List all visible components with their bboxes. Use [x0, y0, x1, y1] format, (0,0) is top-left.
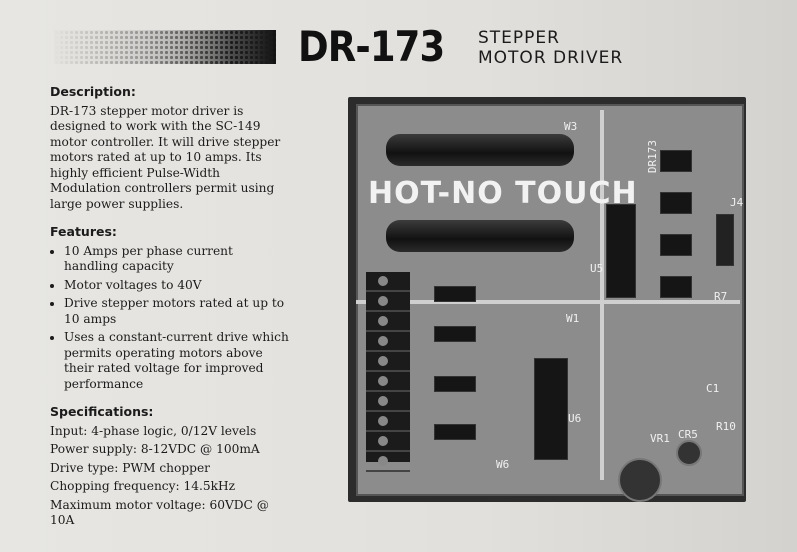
part-label: W1: [566, 312, 580, 325]
board-label: DR173: [646, 139, 660, 174]
power-resistor: [386, 134, 574, 166]
power-resistor: [386, 220, 574, 252]
product-model: DR-173: [298, 22, 445, 71]
transistor: [660, 234, 692, 256]
description-text: DR-173 stepper motor driver is designed …: [50, 103, 281, 211]
capacitor: [618, 458, 662, 502]
board-silkscreen-warning: HOT-NO TOUCH: [368, 176, 638, 211]
part-label: J4: [730, 196, 744, 209]
feature-item: Uses a constant-current drive which perm…: [64, 330, 290, 392]
mosfet: [434, 286, 476, 302]
part-label: R7: [714, 290, 728, 303]
transistor: [660, 276, 692, 298]
part-label: VR1: [650, 432, 670, 445]
feature-item: 10 Amps per phase current handling capac…: [64, 244, 290, 275]
board-trace: [600, 110, 604, 480]
features-list: 10 Amps per phase current handling capac…: [50, 244, 290, 393]
part-label: C1: [706, 382, 720, 395]
capacitor: [676, 440, 702, 466]
transistor: [660, 192, 692, 214]
ic-chip: [534, 358, 568, 460]
part-label: CR5: [678, 428, 698, 441]
features-heading: Features:: [50, 224, 117, 239]
spec-line: Chopping frequency: 14.5kHz: [50, 479, 236, 493]
spec-line: Power supply: 8-12VDC @ 100mA: [50, 442, 260, 456]
text-column: Description: DR-173 stepper motor driver…: [50, 84, 290, 541]
specifications-section: Specifications: Input: 4-phase logic, 0/…: [50, 404, 290, 529]
part-label: W3: [564, 120, 578, 133]
description-heading: Description:: [50, 84, 136, 99]
spec-line: Maximum motor voltage: 60VDC @ 10A: [50, 497, 269, 528]
mosfet: [434, 376, 476, 392]
description-section: Description: DR-173 stepper motor driver…: [50, 84, 290, 212]
spec-line: Drive type: PWM chopper: [50, 460, 210, 475]
header-connector: [716, 214, 734, 266]
specifications-heading: Specifications:: [50, 404, 154, 419]
mosfet: [434, 424, 476, 440]
part-label: U6: [568, 412, 582, 425]
product-subtitle: STEPPER MOTOR DRIVER: [478, 28, 624, 68]
board-trace: [356, 300, 740, 304]
ic-chip: [606, 204, 636, 298]
halftone-band: [54, 30, 276, 64]
part-label: W6: [496, 458, 510, 471]
terminal-block: [366, 272, 410, 472]
features-section: Features: 10 Amps per phase current hand…: [50, 224, 290, 392]
feature-item: Drive stepper motors rated at up to 10 a…: [64, 296, 290, 327]
mosfet: [434, 326, 476, 342]
part-label: U5: [590, 262, 604, 275]
part-label: R10: [716, 420, 736, 433]
spec-line: Input: 4-phase logic, 0/12V levels: [50, 423, 257, 438]
transistor: [660, 150, 692, 172]
feature-item: Motor voltages to 40V: [64, 278, 290, 294]
